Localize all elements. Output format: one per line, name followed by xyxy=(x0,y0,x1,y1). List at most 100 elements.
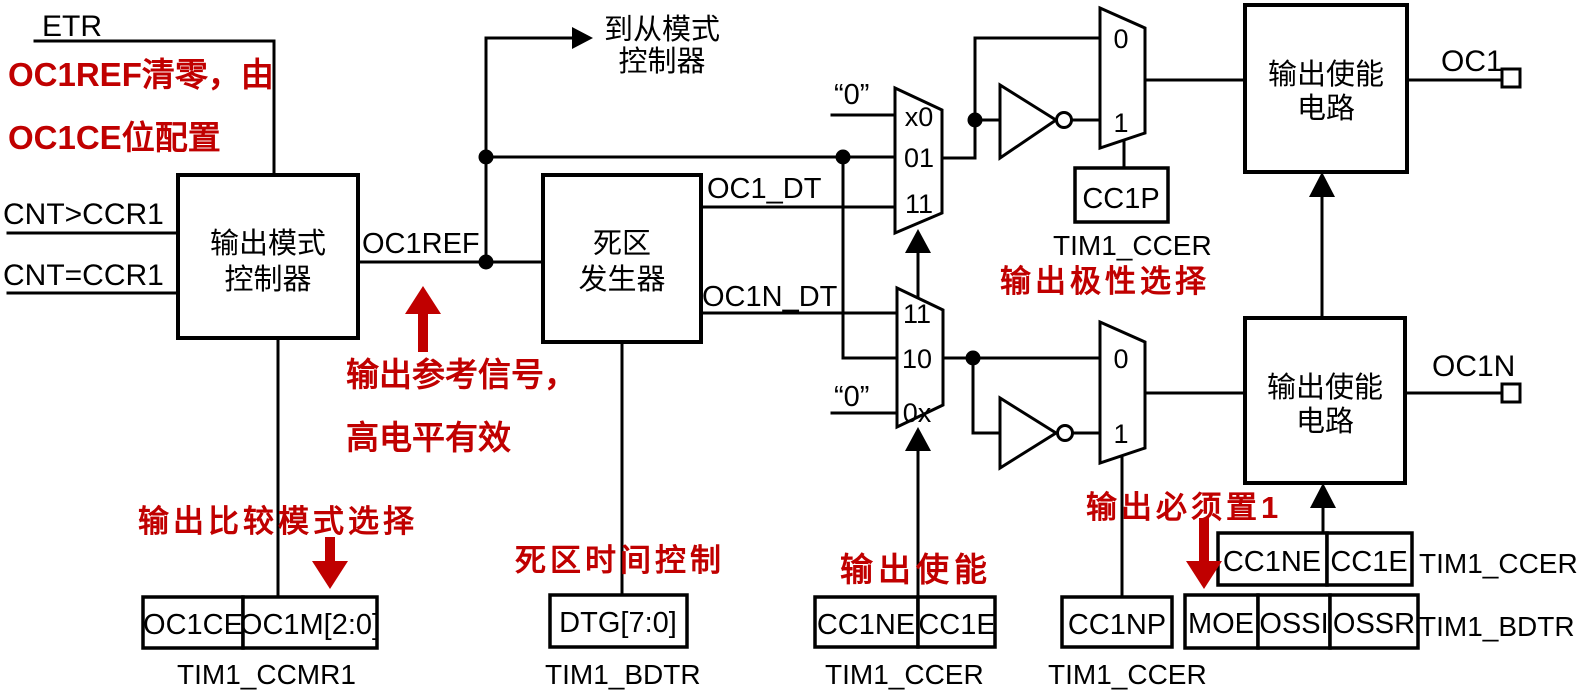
red-down-arrow-oc1m xyxy=(312,537,348,589)
output-mode-controller-label-2: 控制器 xyxy=(224,263,311,296)
cnt-gt-label: CNT>CCR1 xyxy=(3,198,164,231)
oc1ref-clear-note-1: OC1REF清零，由 xyxy=(8,56,274,93)
junction-dots xyxy=(478,112,983,366)
junction-dot xyxy=(967,112,983,128)
junction-dot xyxy=(478,254,494,270)
cc1p-cell xyxy=(1073,166,1170,224)
output-mode-controller-label-1: 输出模式 xyxy=(210,227,326,260)
compare-mode-note: 输出比较模式选择 xyxy=(138,504,418,539)
ossr-cell xyxy=(1328,593,1420,650)
bdtr-moe-reg-label: TIM1_BDTR xyxy=(1419,611,1575,642)
cc1ne-text: CC1NE xyxy=(817,609,915,641)
junction-dot xyxy=(965,350,981,366)
junction-dot xyxy=(478,149,494,165)
oc1ref-clear-note-2: OC1CE位配置 xyxy=(8,119,221,156)
output-enable-note: 输出使能 xyxy=(840,551,992,588)
red-down-arrow-moe xyxy=(1186,518,1222,589)
blocks: 输出模式 控制器 死区 发生器 输出使能 电路 输出使能 电路 到从模式 控制器 xyxy=(176,3,1409,485)
enable2-arrowhead xyxy=(1310,483,1336,508)
oc1ce-text: OC1CE xyxy=(143,609,243,641)
slave-mode-note-2: 控制器 xyxy=(618,45,705,78)
ossi-cell xyxy=(1256,593,1332,650)
deadtime-mux-top xyxy=(893,85,944,236)
output-enable-top-label-1: 输出使能 xyxy=(1268,58,1384,91)
mux-input-label: 11 xyxy=(903,299,931,329)
enable1-arrowhead xyxy=(1309,172,1335,197)
cc1e-right-text: CC1E xyxy=(1330,546,1407,578)
red-up-arrow-shaft xyxy=(418,308,428,352)
ossi-text: OSSI xyxy=(1259,608,1328,640)
ref-signal-note-1: 输出参考信号， xyxy=(346,356,577,393)
mux-input-label: 01 xyxy=(904,143,934,173)
moe-text: MOE xyxy=(1188,608,1254,640)
red-annotations: OC1REF清零，由 OC1CE位配置 输出参考信号， 高电平有效 输出比较模式… xyxy=(8,56,1282,589)
cc1e-right-cell xyxy=(1325,531,1414,587)
cc1p-reg-label: TIM1_CCER xyxy=(1053,230,1212,261)
inverter1-triangle xyxy=(998,82,1059,161)
output-enable-bottom-box xyxy=(1243,316,1407,485)
cc1e-text: CC1E xyxy=(918,609,995,641)
dtg-text: DTG[7:0] xyxy=(559,607,677,639)
deadtime-mux-bottom xyxy=(895,285,945,430)
mux-input-label: 1 xyxy=(1113,108,1128,138)
output-enable-top-label-2: 电路 xyxy=(1297,92,1355,125)
dtg-cell xyxy=(548,593,689,649)
output-enable-bottom-label-1: 输出使能 xyxy=(1267,371,1383,404)
slave-mode-arrowhead xyxy=(572,27,593,49)
inverter2-triangle xyxy=(998,395,1059,471)
inverters xyxy=(998,82,1074,471)
red-up-arrow xyxy=(405,286,441,352)
cc1p-text: CC1P xyxy=(1082,183,1159,215)
zero-top-label: “0” xyxy=(834,79,869,111)
ref-signal-note-2: 高电平有效 xyxy=(346,419,511,456)
mux-input-label: 0 xyxy=(1113,344,1128,374)
junction-dot xyxy=(835,149,851,165)
mux-input-label: 0x xyxy=(903,398,932,428)
output-mode-controller-box xyxy=(176,173,360,340)
bdtr-dtg-reg-label: TIM1_BDTR xyxy=(545,659,701,690)
dead-zone-generator-label-2: 发生器 xyxy=(578,263,665,296)
ccmr1-reg-label: TIM1_CCMR1 xyxy=(177,659,356,690)
cnt-eq-label: CNT=CCR1 xyxy=(3,259,164,292)
oc1ce-cell xyxy=(141,595,245,650)
cc1np-text: CC1NP xyxy=(1068,609,1166,641)
wires xyxy=(6,36,1504,599)
signal-labels: ETR CNT>CCR1 CNT=CCR1 OC1REF OC1_DT OC1N… xyxy=(3,10,1515,413)
output-enable-top-box xyxy=(1243,3,1409,174)
deadtime-control-note: 死区时间控制 xyxy=(515,543,725,578)
dead-zone-generator-label-1: 死区 xyxy=(593,228,651,260)
oc1n-dt-label: OC1N_DT xyxy=(702,281,838,313)
ccer-right-reg-label: TIM1_CCER xyxy=(1419,548,1578,579)
zero-bottom-label: “0” xyxy=(834,381,869,413)
registers: OC1CE OC1M[2:0] TIM1_CCMR1 DTG[7:0] TIM1… xyxy=(141,166,1578,690)
red-up-arrow-head xyxy=(405,286,441,314)
muxes: x0 01 11 11 10 0x 0 1 0 1 xyxy=(893,5,1147,466)
arrowheads xyxy=(572,27,1336,508)
ccer-cc1np-reg-label: TIM1_CCER xyxy=(1048,659,1207,690)
polarity-mux-bottom xyxy=(1098,319,1147,466)
polarity-mux-top xyxy=(1098,5,1147,151)
oc1-label: OC1 xyxy=(1441,45,1503,78)
oc1m-text: OC1M[2:0] xyxy=(240,609,380,641)
mux-input-label: x0 xyxy=(905,102,934,132)
slave-mode-note-1: 到从模式 xyxy=(604,13,720,46)
oc1m-cell xyxy=(241,595,379,650)
dead-zone-generator-box xyxy=(541,173,703,344)
mux2-select-arrowhead xyxy=(905,427,931,451)
red-down-arrow-head xyxy=(1186,561,1222,589)
ossr-text: OSSR xyxy=(1333,608,1415,640)
cc1ne-cell xyxy=(813,595,920,649)
must-set-1-note: 输出必须置1 xyxy=(1086,490,1282,525)
cc1e-cell xyxy=(916,595,997,649)
inverter2-bubble xyxy=(1056,424,1074,442)
cc1np-cell xyxy=(1060,595,1174,649)
mux1-select-arrowhead xyxy=(905,229,931,253)
mux-input-label: 0 xyxy=(1113,24,1128,54)
oc1ref-label: OC1REF xyxy=(362,228,480,260)
cc1ne-right-text: CC1NE xyxy=(1223,546,1321,578)
mux-input-label: 11 xyxy=(905,189,933,219)
output-enable-bottom-label-2: 电路 xyxy=(1296,405,1354,438)
oc1n-pad xyxy=(1500,382,1522,404)
